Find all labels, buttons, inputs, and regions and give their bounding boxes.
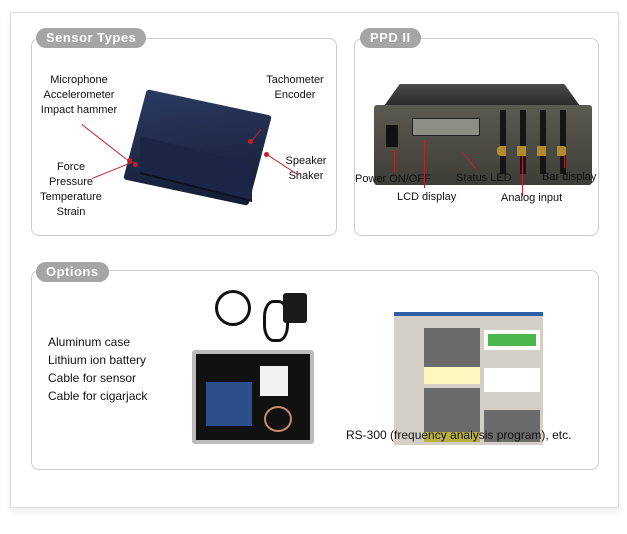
table-view [484, 410, 540, 442]
option-item: Aluminum case [48, 335, 131, 349]
label-tachometer: Tachometer [266, 74, 324, 86]
label-impact-hammer: Impact hammer [40, 104, 118, 116]
label-status-led: Status LED [456, 172, 512, 184]
spectrum-plot [424, 328, 480, 384]
pointer-dot [248, 139, 253, 144]
case-cable [264, 406, 292, 432]
bar-displays [500, 110, 580, 174]
label-group-rotation: Tachometer Encoder [262, 73, 328, 103]
label-analog-input: Analog input [501, 192, 563, 204]
label-microphone: Microphone [50, 74, 108, 86]
label-bar-display: Bar display [542, 171, 597, 183]
pointer-line [564, 156, 565, 168]
time-plot [424, 388, 480, 442]
label-shaker: Shaker [288, 170, 324, 182]
pointer-dot [133, 162, 138, 167]
ppd-tab: PPD II [360, 28, 421, 48]
option-item: Cable for sensor [48, 371, 137, 385]
pointer-dot [264, 152, 269, 157]
pointer-line [522, 156, 523, 196]
sensor-types-tab: Sensor Types [36, 28, 147, 48]
label-accelerometer: Accelerometer [43, 89, 115, 101]
waterfall-view [484, 368, 540, 392]
option-item: Cable for cigarjack [48, 389, 148, 403]
bar-view [484, 330, 540, 350]
pointer-line [424, 140, 425, 188]
label-strain: Strain [56, 206, 86, 218]
analog-connectors [497, 146, 567, 156]
options-tab: Options [36, 262, 109, 282]
lcd-display [412, 118, 480, 136]
adapter-image [283, 293, 307, 323]
option-item: Lithium ion battery [48, 353, 147, 367]
label-encoder: Encoder [274, 89, 316, 101]
label-pressure: Pressure [48, 176, 94, 188]
power-switch [386, 125, 398, 147]
label-group-vibration: Microphone Accelerometer Impact hammer [36, 73, 122, 118]
case-device [206, 382, 252, 426]
options-list: Aluminum case Lithium ion battery Cable … [48, 333, 147, 405]
software-screenshot [394, 312, 543, 445]
label-temperature: Temperature [40, 191, 102, 203]
aluminum-case-image [192, 350, 314, 444]
label-force: Force [56, 161, 86, 173]
label-lcd: LCD display [397, 191, 457, 203]
label-speaker: Speaker [285, 155, 327, 167]
label-group-physical: Force Pressure Temperature Strain [36, 160, 106, 220]
software-caption: RS-300 (frequency analysis program), etc… [346, 428, 572, 442]
sensor-cable-image [215, 290, 251, 326]
pointer-line [394, 150, 395, 172]
pointer-dot [127, 158, 132, 163]
ppd-device-top [384, 84, 580, 106]
case-paper [260, 366, 288, 396]
label-power: Power ON/OFF [355, 173, 431, 185]
